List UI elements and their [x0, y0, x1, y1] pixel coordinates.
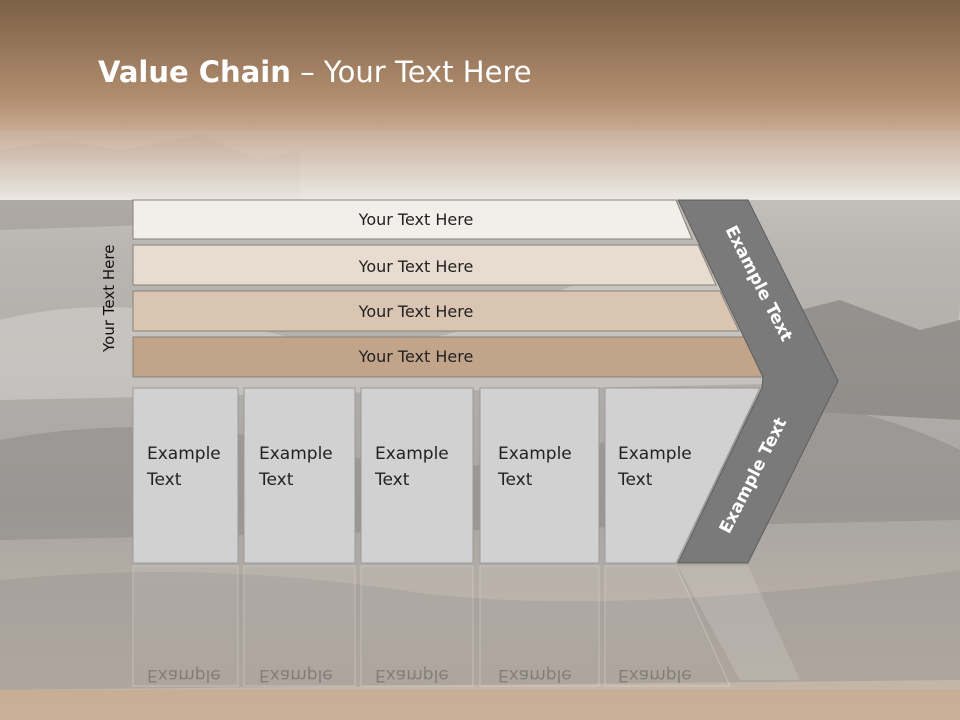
- svg-text:Example: Example: [618, 665, 692, 685]
- activity-box-1-line1: Example: [147, 444, 221, 464]
- side-label-text: Your Text Here: [100, 244, 118, 352]
- activity-box-2: [243, 387, 356, 564]
- header-band: [0, 0, 960, 130]
- slide-title-bold: Value Chain: [98, 55, 291, 89]
- support-bar-1: [132, 199, 693, 240]
- reflection: [132, 565, 800, 687]
- activity-box-4: [479, 387, 600, 564]
- activity-box-1: [132, 387, 239, 564]
- activity-box-3-line1: Example: [375, 444, 449, 464]
- svg-text:Example: Example: [147, 665, 221, 685]
- activity-box-3: [360, 387, 474, 564]
- support-bar-2: [132, 244, 717, 286]
- slide-title: Value Chain – Your Text Here: [98, 55, 532, 89]
- margin-chevron: [677, 199, 839, 564]
- support-bar-3-label: Your Text Here: [358, 302, 474, 321]
- svg-text:Example: Example: [375, 665, 449, 685]
- support-bar-4-label: Your Text Here: [358, 347, 474, 366]
- activity-box-5: [604, 387, 761, 564]
- svg-text:Example: Example: [498, 665, 572, 685]
- activity-box-2-line2: Text: [258, 470, 294, 490]
- activity-box-4-line2: Text: [497, 470, 533, 490]
- activity-box-1-line2: Text: [146, 470, 182, 490]
- activity-box-2-line1: Example: [259, 444, 333, 464]
- support-bar-2-label: Your Text Here: [358, 257, 474, 276]
- reflection-text: Example Example Example Example Example: [147, 665, 692, 685]
- support-bar-3: [132, 290, 740, 332]
- activity-box-5-line2: Text: [617, 470, 653, 490]
- support-bar-1-label: Your Text Here: [358, 210, 474, 229]
- svg-text:Example: Example: [259, 665, 333, 685]
- activity-box-4-line1: Example: [498, 444, 572, 464]
- slide-title-rest: – Your Text Here: [290, 55, 532, 89]
- activity-box-3-line2: Text: [374, 470, 410, 490]
- header-fade: [0, 130, 960, 200]
- activity-box-5-line1: Example: [618, 444, 692, 464]
